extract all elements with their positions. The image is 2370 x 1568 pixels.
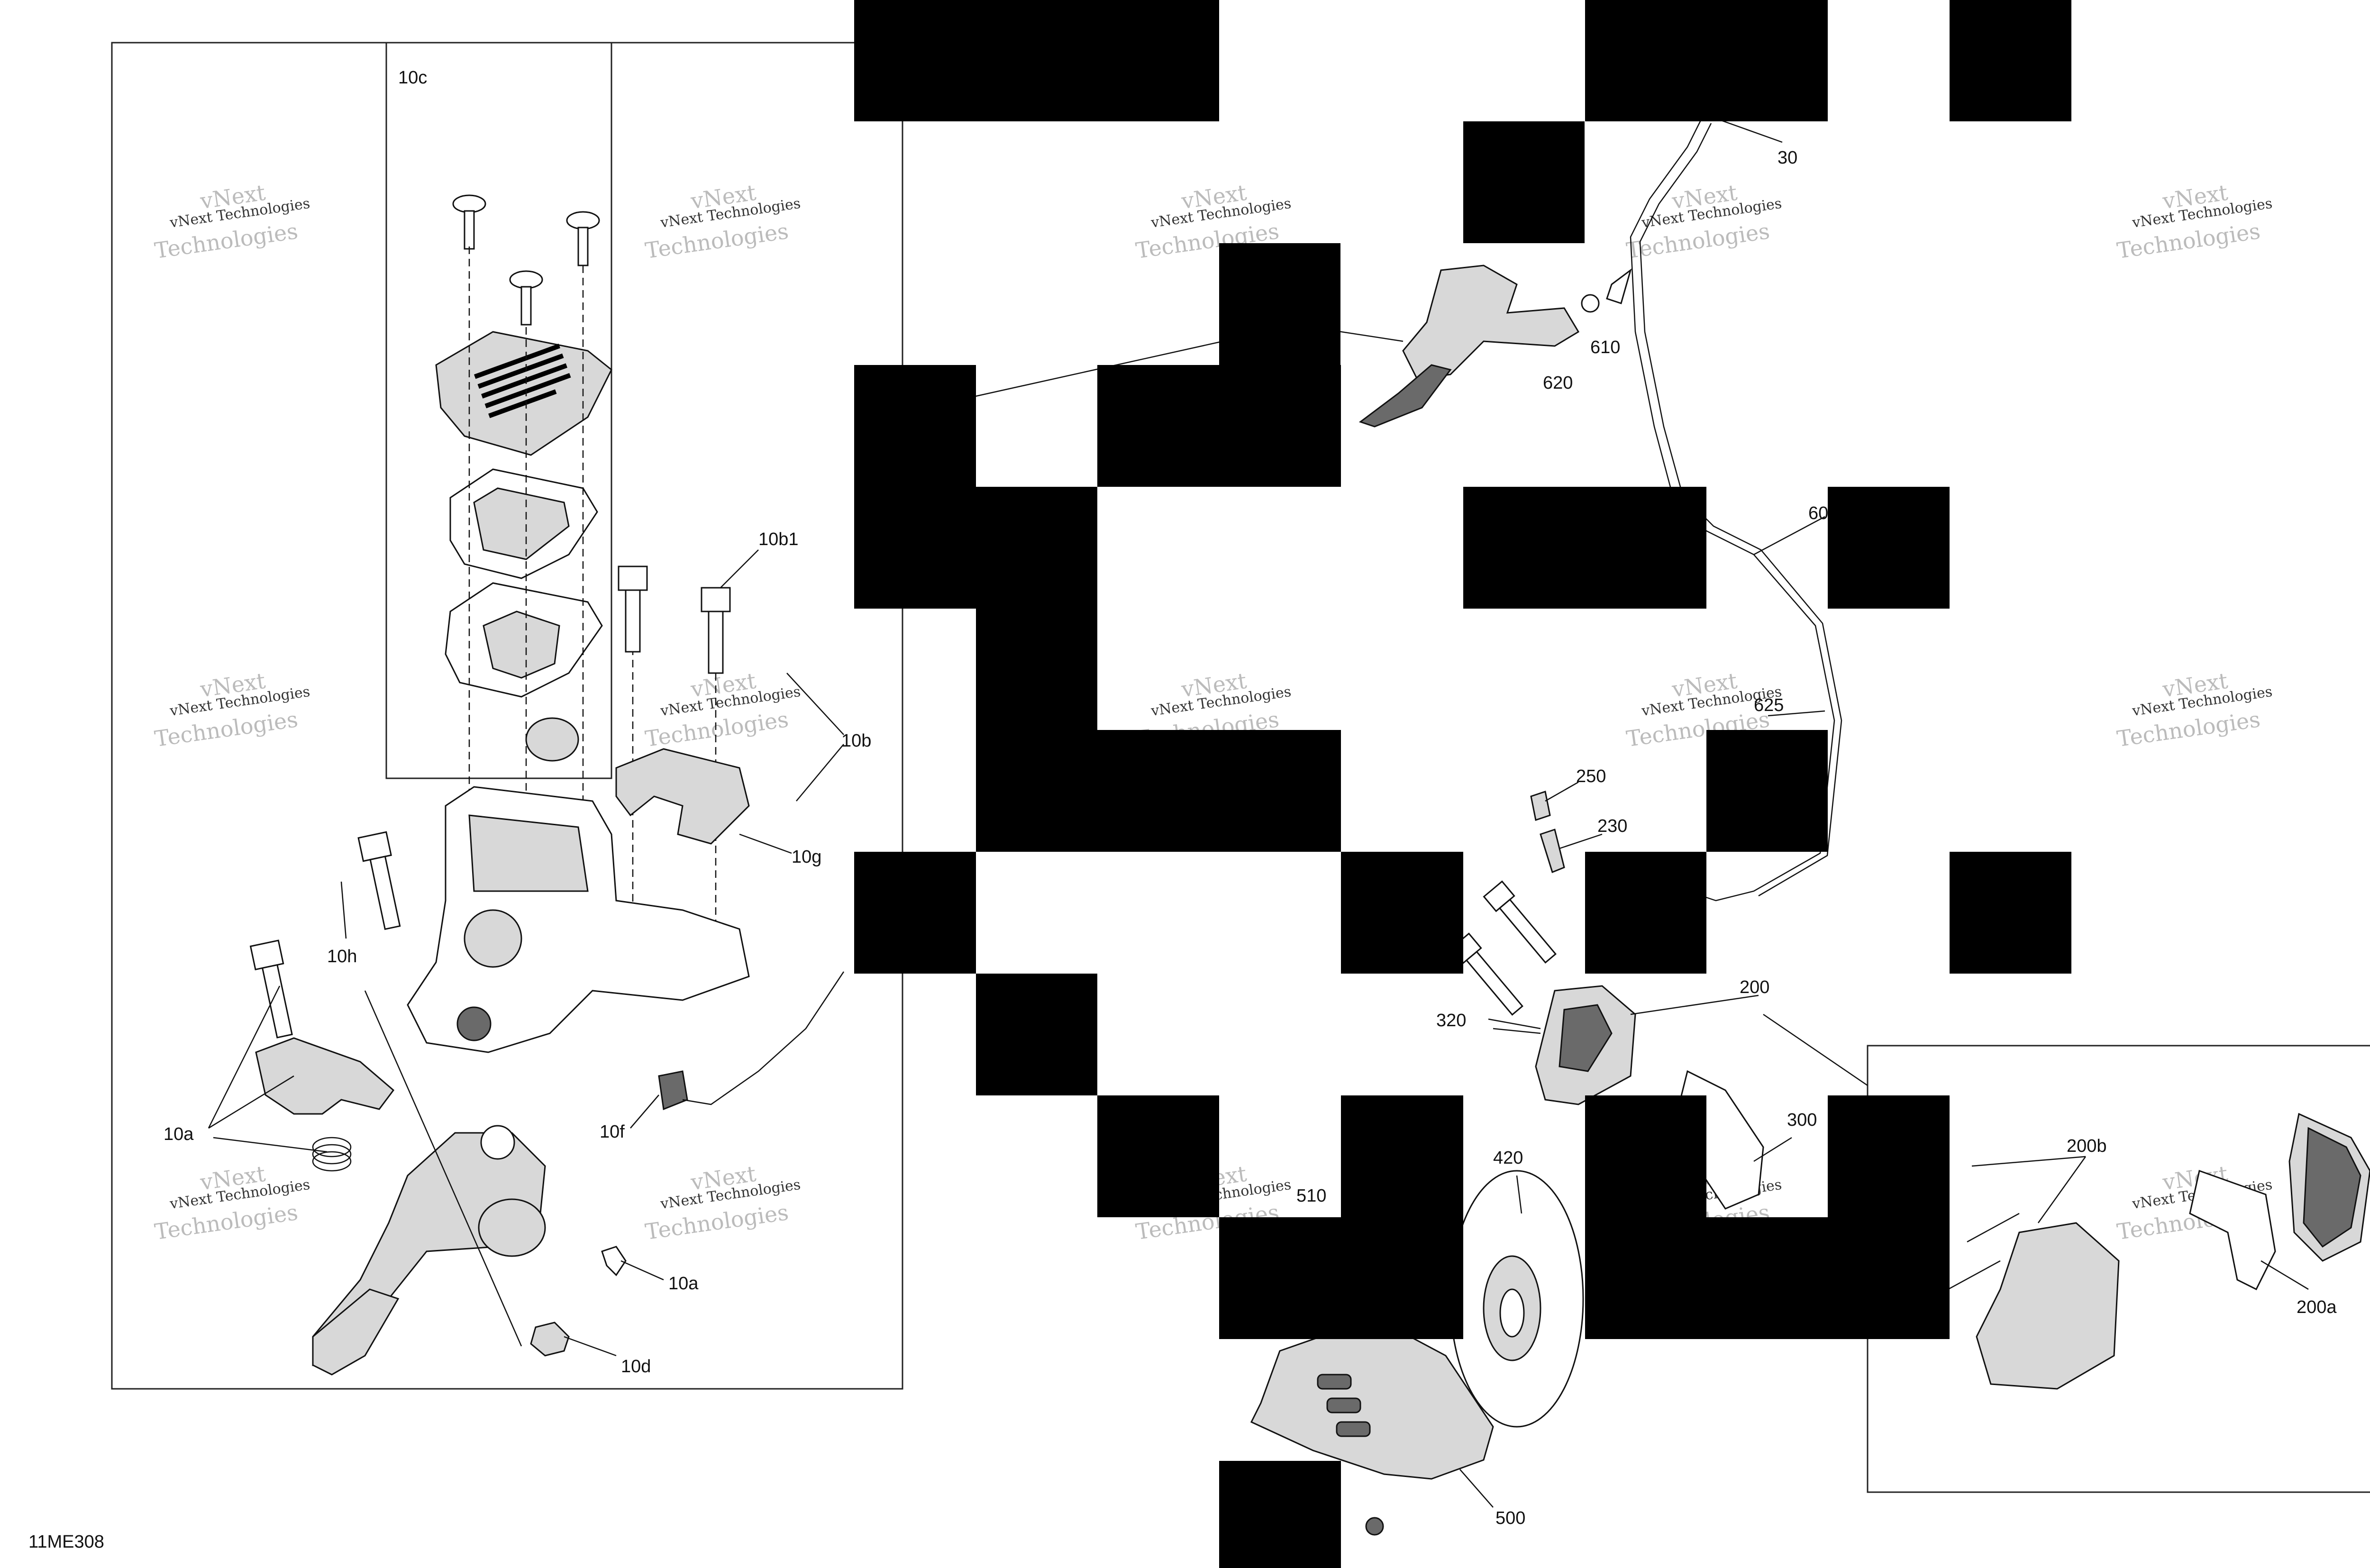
callout-250: 250 — [1576, 766, 1606, 786]
hose-clip — [1606, 268, 1632, 304]
watermark: vNext Technologies vNext Technologies — [2115, 668, 2273, 752]
brake-disc — [1449, 1170, 1584, 1428]
callout-420: 420 — [1493, 1148, 1523, 1168]
lever-assembled — [1358, 364, 1452, 428]
lever-clip — [601, 1246, 627, 1276]
switch-wire — [682, 971, 845, 1105]
pad-spring — [2189, 1170, 2276, 1291]
callout-10b1: 10b1 — [758, 529, 799, 549]
shield-fastener — [1365, 1517, 1384, 1536]
cover-warning-label — [474, 344, 571, 419]
brake-system-overview — [966, 118, 2370, 1536]
detail-frame-reservoir-cover — [385, 42, 612, 779]
clamp-bolt — [701, 587, 731, 674]
return-spring — [312, 1137, 352, 1172]
cover-screw — [566, 211, 600, 266]
watermark: vNext Technologies vNext Technologies — [644, 180, 802, 264]
callout-500: 500 — [1495, 1508, 1525, 1528]
callout-510: 510 — [1296, 1186, 1326, 1206]
callout-200b: 200b — [2067, 1136, 2107, 1156]
watermark: vNext Technologies vNext Technologies — [644, 668, 802, 752]
disc-shield — [1250, 1317, 1494, 1480]
clamp-bolt — [618, 565, 648, 653]
watermark-grid: vNext Technologies vNext Technologies vN… — [153, 180, 2273, 1245]
callout-230: 230 — [1597, 816, 1627, 836]
watermark: vNext Technologies vNext Technologies — [153, 668, 311, 752]
watermark: vNext Technologies vNext Technologies — [1625, 180, 1783, 264]
caliper-pin — [1967, 1212, 2020, 1243]
cover-screw — [509, 270, 543, 326]
callout-200a: 200a — [2297, 1297, 2337, 1317]
pivot-bolt — [249, 939, 293, 1039]
watermark: vNext Technologies vNext Technologies — [2115, 180, 2273, 264]
callout-10h: 10h — [327, 947, 357, 966]
callout-30: 30 — [1778, 148, 1797, 168]
cover-screw — [452, 194, 486, 250]
master-cylinder-exploded-view — [249, 194, 845, 1376]
callout-200: 200 — [1740, 977, 1769, 997]
callout-620: 620 — [1543, 373, 1573, 393]
caliper-bolt — [1483, 880, 1557, 964]
diagram-id: 11ME308 — [28, 1532, 104, 1552]
callout-10a: 10a — [668, 1274, 699, 1294]
callout-10a: 10a — [164, 1124, 194, 1144]
lever-bracket — [255, 1037, 395, 1115]
lever-nut — [530, 1322, 570, 1357]
caliper-pin — [1948, 1260, 2001, 1290]
callout-10f: 10f — [600, 1122, 625, 1142]
pivot-bolt — [357, 831, 401, 930]
sight-glass — [525, 717, 579, 762]
banjo-washer — [1581, 294, 1600, 313]
caliper-detail-body — [1976, 1222, 2120, 1390]
watermark: vNext Technologies vNext Technologies — [153, 1161, 311, 1245]
callout-10b: 10b — [841, 731, 871, 751]
callout-625: 625 — [1754, 695, 1784, 715]
callout-300: 300 — [1787, 1110, 1817, 1130]
lever-handle — [312, 1288, 400, 1376]
handlebar-clamp — [615, 748, 750, 845]
shield-vents — [1317, 1374, 1371, 1437]
callout-10c: 10c — [398, 68, 427, 88]
master-cylinder-assembled — [1402, 264, 1580, 380]
watermark: vNext Technologies vNext Technologies — [153, 180, 311, 264]
callout-610: 610 — [1590, 337, 1620, 357]
watermark: vNext Technologies vNext Technologies — [644, 1161, 802, 1245]
bleeder-screw — [1540, 829, 1565, 873]
leader-lines — [208, 118, 2309, 1508]
callout-10g: 10g — [792, 847, 821, 867]
callout-10d: 10d — [621, 1357, 651, 1377]
callout-labels: 10c 10b1 10b 10g 10h 10a 10f 10a 10d 30 … — [28, 68, 2337, 1552]
redaction-blocks — [854, 0, 2071, 1568]
brake-light-switch — [658, 1070, 688, 1111]
bleeder-cap — [1530, 791, 1551, 821]
callout-320: 320 — [1436, 1011, 1466, 1030]
